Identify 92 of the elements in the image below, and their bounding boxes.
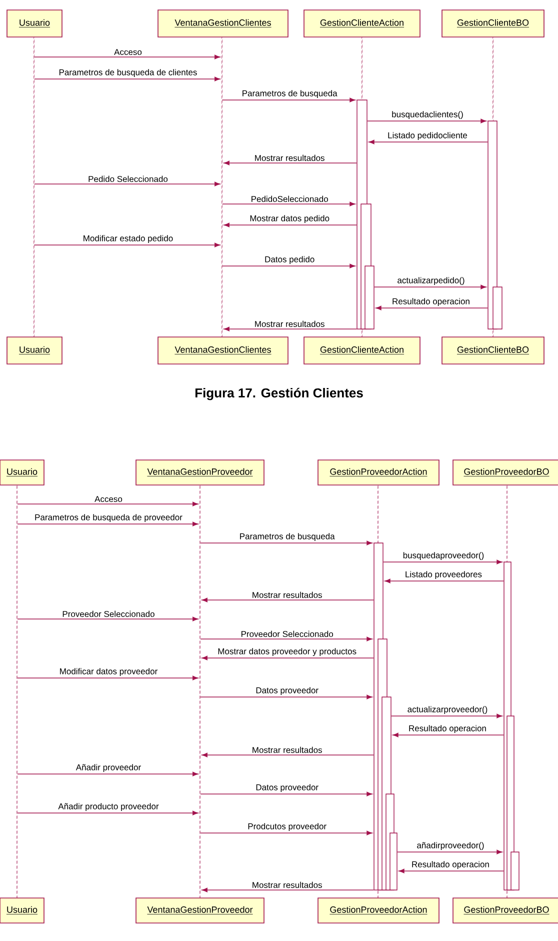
- message-arrow: [374, 284, 486, 290]
- message-label: Parametros de busqueda de clientes: [58, 68, 198, 78]
- message-arrow: [34, 242, 220, 248]
- message-label: Mostrar resultados: [251, 746, 324, 754]
- message-arrow: [224, 222, 358, 228]
- lifeline-box: Usuario: [0, 898, 44, 924]
- message-arrow: [384, 578, 504, 584]
- lifeline-box: Usuario: [0, 460, 44, 486]
- message-label: Proveedor Seleccionado: [240, 630, 334, 638]
- message-arrow: [202, 598, 374, 602]
- message-arrow: [222, 98, 356, 102]
- message-arrow: [200, 540, 372, 546]
- lifeline-box: Usuario: [6, 336, 62, 364]
- lifeline-box: GestionClienteAction: [304, 10, 420, 38]
- message-arrow: [200, 792, 372, 796]
- message-arrow: [17, 522, 198, 526]
- message-arrow: [366, 118, 486, 124]
- message-arrow: [17, 616, 198, 622]
- message-arrow: [17, 810, 198, 816]
- message-arrow: [224, 326, 358, 332]
- message-arrow: [202, 888, 374, 892]
- message-label: busquedaproveedor(): [402, 551, 485, 561]
- message-label: Resultado operacion: [391, 297, 471, 307]
- message-label: Acceso: [94, 495, 124, 503]
- message-arrow: [376, 306, 488, 310]
- activation-bar: [364, 266, 374, 330]
- lifeline-box: GestionClienteBO: [442, 10, 544, 38]
- message-label: Prodcutos proveedor: [246, 822, 328, 832]
- message-arrow: [396, 850, 502, 854]
- message-label: actualizarpedido(): [396, 276, 466, 286]
- activation-bar: [510, 852, 520, 890]
- message-arrow: [222, 264, 356, 268]
- lifeline-box: GestionClienteBO: [442, 336, 544, 364]
- message-arrow: [200, 830, 372, 836]
- message-label: busquedaclientes(): [390, 110, 464, 120]
- message-label: añadirproveedor(): [416, 841, 486, 851]
- message-arrow: [34, 54, 220, 60]
- message-label: Mostrar datos pedido: [248, 214, 330, 224]
- message-arrow: [390, 714, 502, 718]
- message-label: Listado pedidocliente: [386, 131, 468, 141]
- activation-bar: [390, 832, 398, 890]
- message-label: Añadir proveedor: [75, 763, 142, 773]
- message-label: PedidoSeleccionado: [250, 194, 330, 203]
- message-label: Listado proveedores: [404, 570, 483, 580]
- message-arrow: [392, 732, 504, 738]
- message-label: Mostrar resultados: [251, 590, 324, 599]
- lifeline-box: VentanaGestionProveedor: [136, 898, 264, 924]
- message-arrow: [34, 182, 220, 186]
- message-arrow: [17, 772, 198, 776]
- caption: Figura 17. Gestión Clientes: [195, 388, 363, 400]
- message-label: Datos proveedor: [254, 686, 320, 696]
- message-label: Mostrar resultados: [254, 154, 326, 162]
- message-label: Resultado operacion: [410, 860, 490, 870]
- lifeline: [16, 484, 18, 898]
- message-label: Parametros de busqueda: [241, 89, 338, 99]
- lifeline-box: GestionClienteAction: [304, 336, 420, 364]
- message-label: Acceso: [113, 48, 143, 56]
- message-label: Modificar datos proveedor: [58, 667, 158, 677]
- message-label: actualizarproveedor(): [406, 705, 488, 715]
- message-arrow: [222, 202, 356, 206]
- message-arrow: [368, 140, 488, 144]
- message-label: Pedido Seleccionado: [87, 174, 169, 183]
- lifeline-box: GestionProveedorBO: [452, 898, 558, 924]
- message-label: Datos proveedor: [254, 783, 320, 793]
- message-label: Resultado operacion: [408, 724, 488, 734]
- message-label: Modificar estado pedido: [82, 234, 174, 244]
- lifeline-box: VentanaGestionClientes: [158, 336, 288, 364]
- lifeline-box: VentanaGestionClientes: [158, 10, 288, 38]
- message-arrow: [17, 502, 198, 506]
- message-label: Mostrar resultados: [251, 880, 324, 889]
- message-arrow: [200, 636, 372, 642]
- message-arrow: [382, 560, 502, 564]
- lifeline-box: GestionProveedorBO: [452, 460, 558, 486]
- message-arrow: [17, 676, 198, 680]
- message-label: Datos pedido: [264, 255, 316, 265]
- message-label: Proveedor Seleccionado: [61, 610, 156, 618]
- lifeline-box: GestionProveedorAction: [318, 898, 440, 924]
- lifeline-box: VentanaGestionProveedor: [136, 460, 264, 486]
- message-arrow: [398, 868, 504, 874]
- message-label: Parametros de busqueda de proveedor: [34, 513, 184, 523]
- message-label: Añadir producto proveedor: [57, 802, 160, 812]
- message-label: Parametros de busqueda: [238, 532, 336, 542]
- message-arrow: [224, 160, 358, 166]
- message-arrow: [34, 76, 220, 82]
- message-arrow: [200, 694, 372, 700]
- activation-bar: [492, 286, 502, 330]
- message-arrow: [202, 656, 374, 660]
- message-label: Mostrar datos proveedor y productos: [216, 647, 358, 657]
- lifeline-box: Usuario: [6, 10, 62, 38]
- lifeline-box: GestionProveedorAction: [318, 460, 440, 486]
- message-label: Mostrar resultados: [254, 320, 326, 328]
- message-arrow: [202, 752, 374, 758]
